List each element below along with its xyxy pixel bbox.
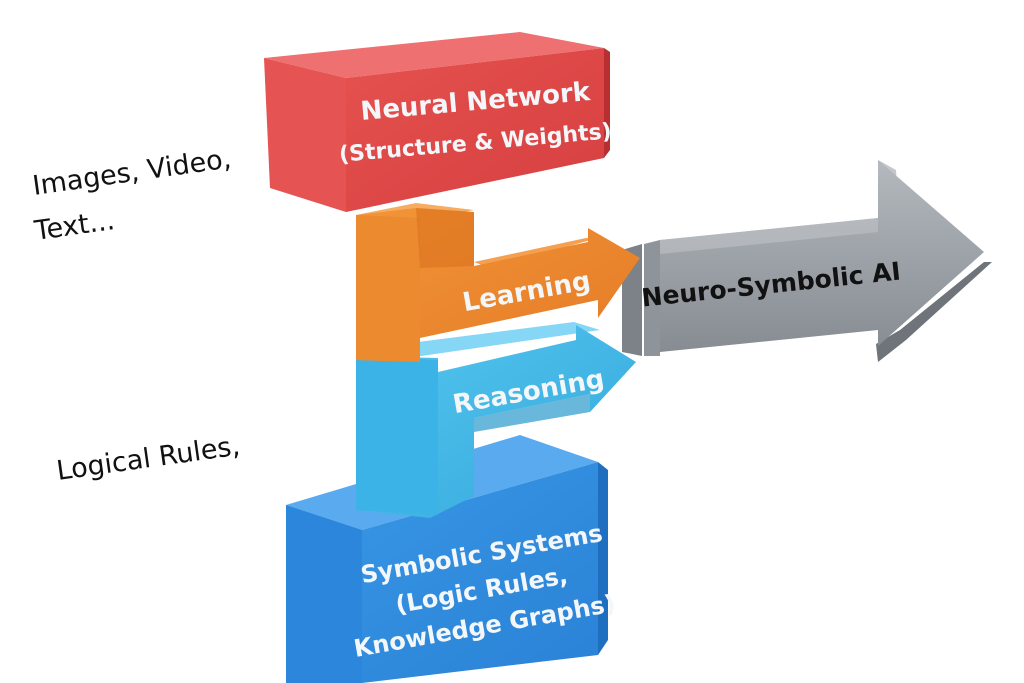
block-left-face xyxy=(356,215,420,362)
block-top-face xyxy=(264,32,604,78)
input-data-label-line2: Text... xyxy=(32,205,117,247)
block-shade-face xyxy=(474,394,590,432)
neuro-symbolic-ai-arrow: Neuro-Symbolic AI xyxy=(622,160,992,362)
learning-block: Learning xyxy=(356,203,640,362)
block-right-face xyxy=(598,462,608,655)
arrow-front-face xyxy=(660,160,984,352)
block-left-face xyxy=(356,356,438,515)
block-front-face xyxy=(346,48,604,212)
block-left-face xyxy=(264,58,346,212)
block-inner-shade xyxy=(416,208,474,268)
block-left-face xyxy=(286,505,362,683)
arrow-highlight xyxy=(660,218,878,254)
connector-plate xyxy=(644,240,660,356)
neural-network-block: Neural Network (Structure & Weights) xyxy=(264,32,613,212)
reasoning-block: Reasoning xyxy=(356,322,636,518)
logical-rules-label: Logical Rules, xyxy=(55,431,242,487)
input-data-label-line1: Images, Video, xyxy=(31,143,233,202)
arrow-shadow-face xyxy=(876,262,992,362)
block-front-face xyxy=(286,462,598,683)
symbolic-systems-block: Symbolic Systems (Logic Rules, Knowledge… xyxy=(286,435,618,683)
block-right-face xyxy=(604,48,610,158)
